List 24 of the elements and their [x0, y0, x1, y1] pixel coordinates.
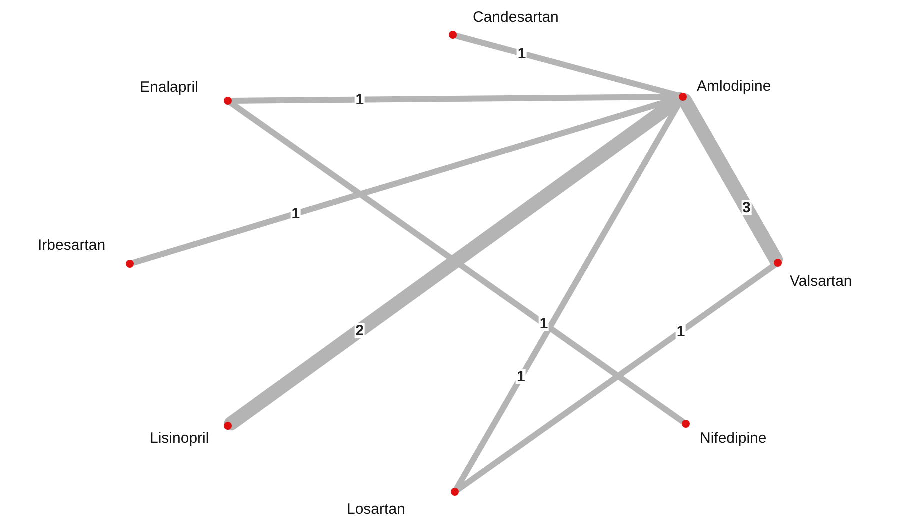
node-label: Enalapril — [140, 79, 198, 96]
edge-label: 1 — [516, 370, 526, 385]
node-dot — [451, 488, 459, 496]
edge-label: 3 — [741, 200, 752, 216]
edge-label: 2 — [354, 323, 366, 338]
node-label: Losartan — [347, 501, 406, 518]
edge-label: 1 — [516, 46, 528, 62]
edge-label: 1 — [290, 206, 302, 222]
edge-label: 1 — [676, 324, 686, 340]
node-label: Valsartan — [790, 273, 852, 290]
connector-tube — [678, 93, 784, 267]
node-label: Lisinopril — [150, 430, 210, 447]
node-label: Nifedipine — [700, 430, 767, 447]
edge-label: 1 — [538, 316, 550, 332]
node-label: Amlodipine — [697, 78, 772, 95]
node-dot — [224, 97, 232, 105]
node-dot — [449, 31, 457, 39]
node-dot — [126, 260, 134, 268]
node-label: Candesartan — [473, 9, 559, 26]
node-label: Irbesartan — [38, 237, 106, 254]
node-dot — [682, 420, 690, 428]
node-dot — [679, 93, 687, 101]
edge-label: 1 — [354, 92, 366, 108]
node-dot — [224, 422, 232, 430]
